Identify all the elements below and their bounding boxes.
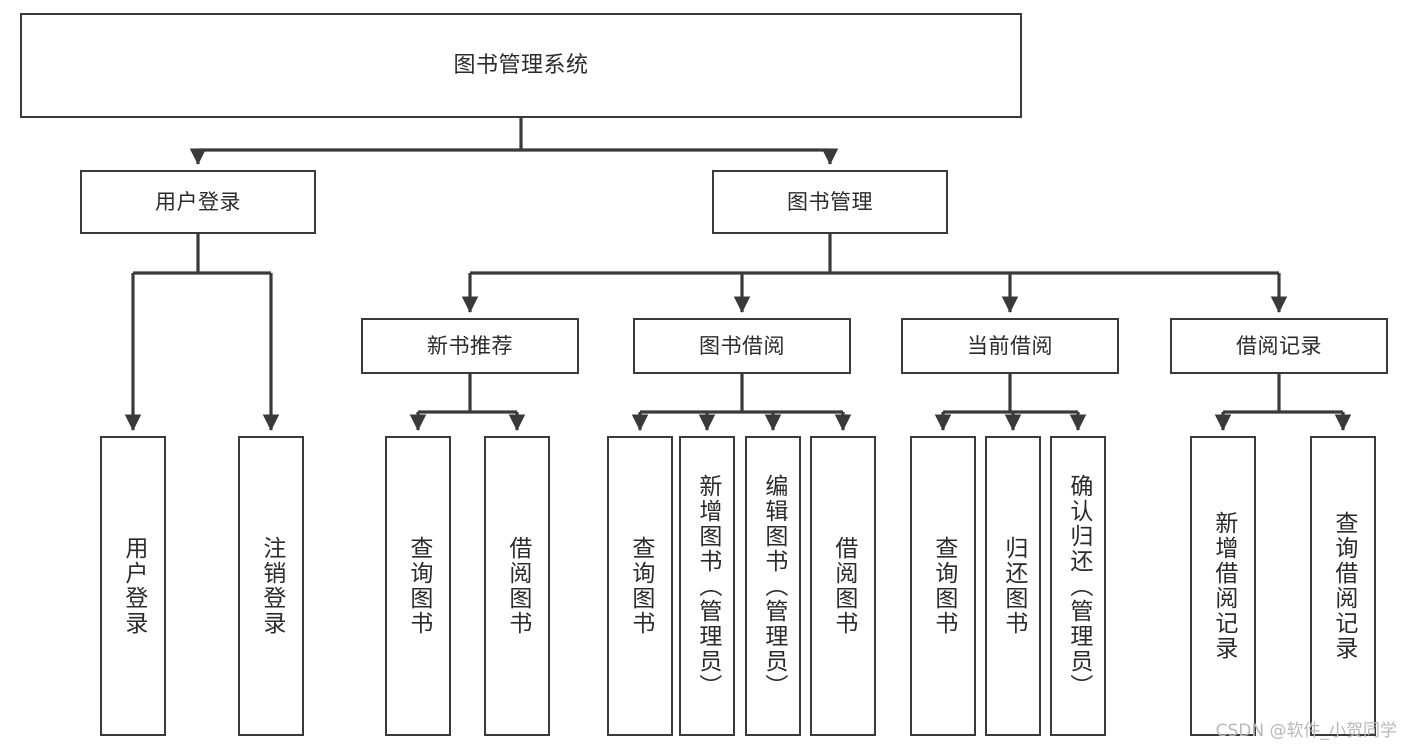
node-leaf-query-book-2[interactable]: 查询图书	[607, 436, 673, 736]
node-user-login[interactable]: 用户登录	[80, 170, 316, 234]
node-leaf-return-book[interactable]: 归还图书	[985, 436, 1041, 736]
node-leaf-query-borrow-record-label: 查询借阅记录	[1330, 511, 1357, 661]
node-leaf-borrow-book-2-label: 借阅图书	[830, 536, 857, 636]
node-leaf-add-book-label: 新增图书（管理员）	[694, 473, 721, 699]
node-leaf-borrow-book-1-label: 借阅图书	[504, 536, 531, 636]
node-leaf-logout-login-label: 注销登录	[258, 536, 285, 636]
node-leaf-add-borrow-record-label: 新增借阅记录	[1210, 511, 1237, 661]
node-leaf-borrow-book-2[interactable]: 借阅图书	[810, 436, 876, 736]
node-book-borrow[interactable]: 图书借阅	[633, 318, 851, 374]
node-leaf-add-book[interactable]: 新增图书（管理员）	[679, 436, 735, 736]
node-user-login-label: 用户登录	[155, 189, 241, 214]
node-leaf-query-book-1[interactable]: 查询图书	[385, 436, 451, 736]
node-leaf-query-book-1-label: 查询图书	[405, 536, 432, 636]
node-borrow-record[interactable]: 借阅记录	[1170, 318, 1388, 374]
node-book-borrow-label: 图书借阅	[699, 333, 785, 358]
node-current-borrow[interactable]: 当前借阅	[901, 318, 1119, 374]
node-leaf-query-book-3-label: 查询图书	[930, 536, 957, 636]
node-book-manage-label: 图书管理	[787, 189, 873, 214]
node-leaf-add-borrow-record[interactable]: 新增借阅记录	[1190, 436, 1256, 736]
node-leaf-user-login[interactable]: 用户登录	[100, 436, 166, 736]
node-root[interactable]: 图书管理系统	[20, 13, 1022, 118]
node-new-book-recommend[interactable]: 新书推荐	[361, 318, 579, 374]
node-leaf-return-book-label: 归还图书	[1000, 536, 1027, 636]
node-borrow-record-label: 借阅记录	[1236, 333, 1322, 358]
node-leaf-confirm-return-label: 确认归还（管理员）	[1065, 473, 1092, 699]
node-root-label: 图书管理系统	[453, 52, 589, 78]
node-book-manage[interactable]: 图书管理	[712, 170, 948, 234]
node-leaf-borrow-book-1[interactable]: 借阅图书	[484, 436, 550, 736]
node-current-borrow-label: 当前借阅	[967, 333, 1053, 358]
node-new-book-recommend-label: 新书推荐	[427, 333, 513, 358]
node-leaf-user-login-label: 用户登录	[120, 536, 147, 636]
node-leaf-query-book-2-label: 查询图书	[627, 536, 654, 636]
csdn-watermark: CSDN @软件_小贺同学	[1215, 721, 1397, 741]
node-leaf-logout-login[interactable]: 注销登录	[238, 436, 304, 736]
node-leaf-edit-book[interactable]: 编辑图书（管理员）	[745, 436, 801, 736]
node-leaf-confirm-return[interactable]: 确认归还（管理员）	[1050, 436, 1106, 736]
node-leaf-query-book-3[interactable]: 查询图书	[910, 436, 976, 736]
node-leaf-edit-book-label: 编辑图书（管理员）	[760, 473, 787, 699]
node-leaf-query-borrow-record[interactable]: 查询借阅记录	[1310, 436, 1376, 736]
